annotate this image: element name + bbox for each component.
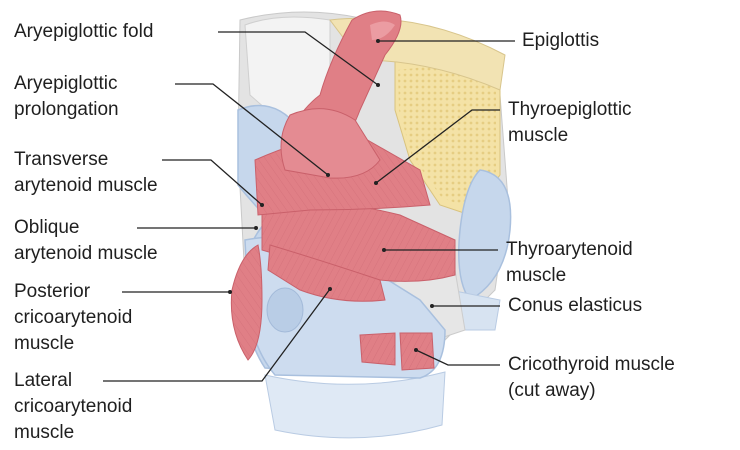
label-lateral-cricoarytenoid: Lateral cricoarytenoid muscle <box>14 368 132 446</box>
cricoid-base <box>265 372 445 438</box>
label-thyroarytenoid: Thyroarytenoid muscle <box>506 237 633 289</box>
label-thyroepiglottic: Thyroepiglottic muscle <box>508 97 632 149</box>
label-aryepiglottic-prolongation: Aryepiglottic prolongation <box>14 71 119 123</box>
label-aryepiglottic-fold: Aryepiglottic fold <box>14 19 153 45</box>
label-cricothyroid: Cricothyroid muscle (cut away) <box>508 352 675 404</box>
label-conus-elasticus: Conus elasticus <box>508 293 642 319</box>
label-transverse-arytenoid: Transverse arytenoid muscle <box>14 147 158 199</box>
label-posterior-cricoarytenoid: Posterior cricoarytenoid muscle <box>14 279 132 357</box>
label-oblique-arytenoid: Oblique arytenoid muscle <box>14 215 158 267</box>
label-epiglottis: Epiglottis <box>522 28 599 54</box>
